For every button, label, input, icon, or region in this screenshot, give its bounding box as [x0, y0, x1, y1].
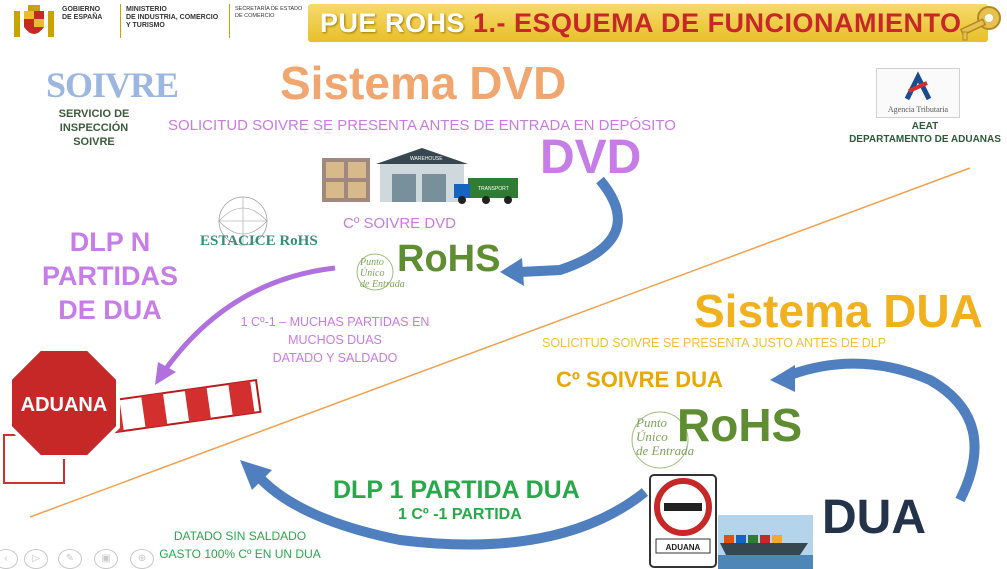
dlp-n-partidas: DLP N PARTIDAS DE DUA — [41, 227, 178, 325]
solicitud-dua: SOLICITUD SOIVRE SE PRESENTA JUSTO ANTES… — [542, 336, 887, 350]
estacice-rohs: ESTACICE RoHS — [200, 233, 318, 249]
arrow-head — [500, 258, 524, 286]
zoom-button[interactable]: ⊕ — [130, 549, 154, 569]
title-bar — [308, 4, 988, 42]
warehouse-icon: WAREHOUSE TRANSPORT — [322, 148, 518, 204]
arrow-rohs-to-aduana — [162, 265, 336, 372]
sistema-dvd-title: Sistema DVD — [280, 57, 567, 109]
soivre-subtitle: SERVICIO DE INSPECCIÓN SOIVRE — [58, 108, 130, 148]
diagonal-divider — [29, 167, 971, 518]
ministerio-label: MINISTERIO DE INDUSTRIA, COMERCIO Y TURI… — [126, 6, 219, 29]
aeat-logo-text: Agencia Tributaria — [887, 105, 949, 114]
dvd-label: DVD — [540, 131, 642, 184]
page-title: PUE ROHS 1.- ESQUEMA DE FUNCIONAMIENTO — [320, 8, 962, 39]
arrow-head — [240, 460, 272, 490]
aduana-small-text: ADUANA — [666, 543, 701, 552]
aeat-name: AEAT DEPARTAMENTO DE ADUANAS — [849, 121, 1001, 145]
transport-label: TRANSPORT — [478, 186, 509, 192]
punto-unico-seal — [631, 411, 689, 469]
rohs-dua: RoHS — [677, 399, 803, 451]
datado-sin-saldado: DATADO SIN SALDADO GASTO 100% Cº EN UN D… — [159, 529, 321, 561]
soivre-logo: SOIVRE — [46, 65, 179, 105]
certificado-dua: Cº SOIVRE DUA — [556, 367, 723, 392]
arrow-head — [770, 365, 795, 392]
divider — [229, 4, 230, 38]
secretaria-label: SECRETARÍA DE ESTADO DE COMERCIO — [235, 6, 303, 19]
title-part-b: 1.- ESQUEMA DE FUNCIONAMIENTO — [473, 8, 962, 38]
arrow-head — [155, 362, 176, 385]
play-button[interactable]: ▷ — [24, 549, 48, 569]
pen-button[interactable]: ✎ — [58, 549, 82, 569]
title-part-a: PUE ROHS — [320, 8, 474, 38]
punto-unico-text: Punto Único de Entrada — [636, 415, 695, 458]
globe-network-icon — [218, 196, 268, 246]
aduana-sign-text: ADUANA — [21, 394, 108, 416]
muchas-partidas-text: 1 Cº-1 – MUCHAS PARTIDAS EN MUCHOS DUAS … — [240, 315, 430, 365]
slides-button[interactable]: ▣ — [94, 549, 118, 569]
dua-label: DUA — [822, 491, 926, 544]
aeat-logo-icon — [876, 68, 960, 118]
gobierno-label: GOBIERNO DE ESPAÑA — [62, 6, 103, 21]
no-entry-sign-icon: ADUANA — [649, 474, 717, 568]
un-certificado-partida: 1 Cº -1 PARTIDA — [398, 506, 522, 523]
punto-unico-seal — [356, 253, 394, 291]
warehouse-label: WAREHOUSE — [410, 156, 443, 162]
arrow-dvd-to-rohs — [519, 176, 623, 277]
punto-unico-text: Punto Único de Entrada — [360, 257, 405, 290]
key-icon — [959, 6, 1001, 41]
certificado-dvd: Cº SOIVRE DVD — [343, 215, 456, 232]
divider — [120, 4, 121, 38]
arrow-dua-to-certificate — [788, 358, 980, 503]
ship-icon — [718, 515, 813, 569]
rohs-dvd: RoHS — [397, 238, 501, 280]
sistema-dua-title: Sistema DUA — [694, 285, 983, 337]
dlp-1-partida: DLP 1 PARTIDA DUA — [333, 476, 580, 504]
arrow-dlp1-to-aduana — [256, 474, 649, 550]
spain-shield-icon — [14, 5, 54, 37]
solicitud-dvd: SOLICITUD SOIVRE SE PRESENTA ANTES DE EN… — [168, 117, 676, 134]
stop-sign-icon: ADUANA — [3, 347, 262, 484]
